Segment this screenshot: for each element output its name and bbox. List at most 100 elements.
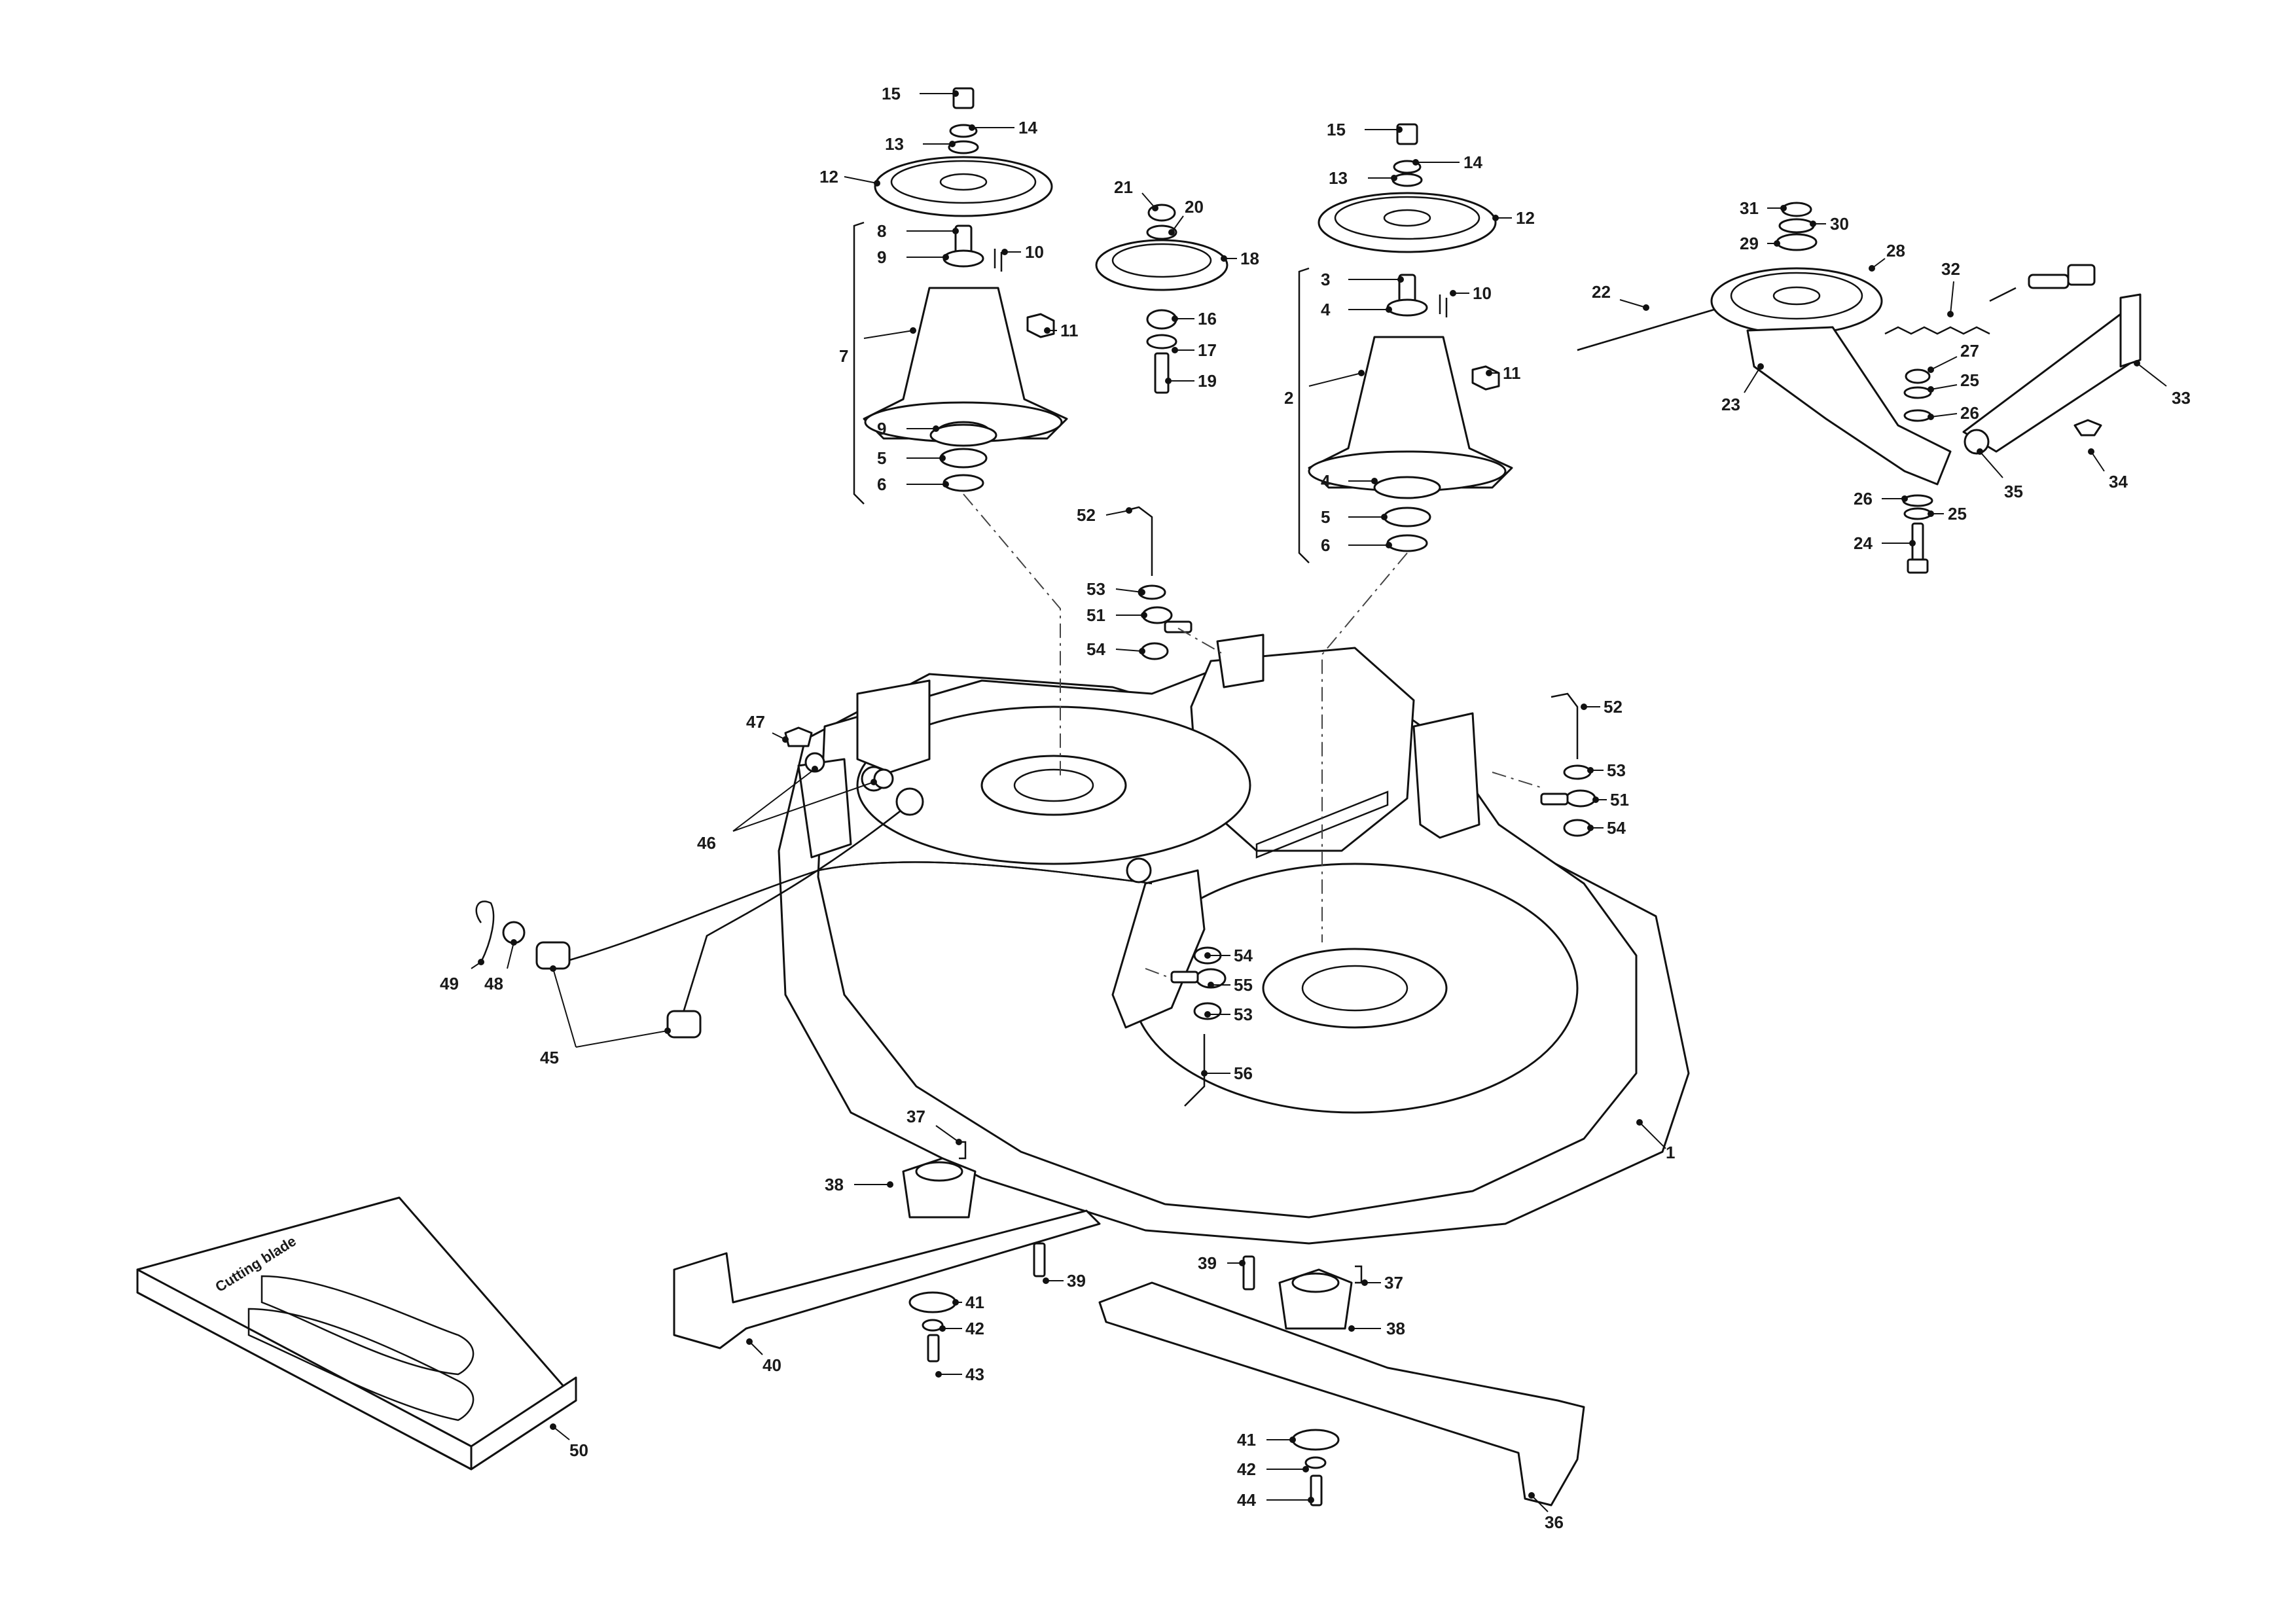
label-22: 22 <box>1592 282 1611 302</box>
callout-10-right: 10 <box>1450 283 1492 303</box>
label-26-top: 26 <box>1960 403 1979 423</box>
label-39-right: 39 <box>1198 1253 1217 1273</box>
callout-25-top: 25 <box>1928 370 1979 393</box>
label-25-bottom: 25 <box>1948 504 1967 524</box>
callout-22: 22 <box>1592 282 1649 311</box>
callout-31: 31 <box>1740 198 1787 218</box>
callout-5-right: 5 <box>1321 507 1388 527</box>
callout-39-left: 39 <box>1043 1271 1086 1291</box>
callouts: 15 14 13 12 8 9 10 11 7 9 5 6 21 20 18 1… <box>440 84 2191 1532</box>
label-41-right: 41 <box>1237 1430 1256 1450</box>
label-51-left: 51 <box>1086 605 1105 625</box>
label-2: 2 <box>1284 388 1293 408</box>
callout-50: 50 <box>550 1423 588 1460</box>
callout-53-left: 53 <box>1086 579 1145 599</box>
label-11-right: 11 <box>1503 363 1521 383</box>
label-6-right: 6 <box>1321 535 1330 555</box>
label-53-front: 53 <box>1234 1005 1253 1024</box>
callout-6-right: 6 <box>1321 535 1392 555</box>
label-52-left: 52 <box>1077 505 1096 525</box>
callout-4-bottom: 4 <box>1321 471 1378 491</box>
label-29: 29 <box>1740 234 1759 253</box>
label-16: 16 <box>1198 309 1217 329</box>
label-42-right: 42 <box>1237 1459 1256 1479</box>
callout-16: 16 <box>1172 309 1217 329</box>
label-12-left: 12 <box>819 167 838 187</box>
callout-12-right: 12 <box>1492 208 1535 228</box>
label-5-right: 5 <box>1321 507 1330 527</box>
label-37-left: 37 <box>906 1107 925 1126</box>
callout-41-right: 41 <box>1237 1430 1296 1450</box>
label-53-left: 53 <box>1086 579 1105 599</box>
label-27: 27 <box>1960 341 1979 361</box>
callout-15-left: 15 <box>882 84 959 103</box>
callout-27: 27 <box>1928 341 1979 373</box>
callout-25-bottom: 25 <box>1928 504 1967 524</box>
callout-51-left: 51 <box>1086 605 1147 625</box>
callout-8: 8 <box>877 221 959 241</box>
callout-52-right: 52 <box>1581 697 1623 717</box>
label-50: 50 <box>569 1440 588 1460</box>
label-12-right: 12 <box>1516 208 1535 228</box>
label-35: 35 <box>2004 482 2023 501</box>
callout-17: 17 <box>1172 340 1217 360</box>
callout-5-left: 5 <box>877 448 946 468</box>
callout-54-right: 54 <box>1587 818 1626 838</box>
label-30: 30 <box>1830 214 1849 234</box>
callout-14-left: 14 <box>969 118 1037 137</box>
callout-45: 45 <box>540 965 671 1067</box>
label-5-left: 5 <box>877 448 886 468</box>
callout-47: 47 <box>746 712 789 743</box>
callout-52-left: 52 <box>1077 505 1132 525</box>
callout-53-front: 53 <box>1204 1005 1253 1024</box>
callout-26-bottom: 26 <box>1854 489 1908 508</box>
callout-39-right: 39 <box>1198 1253 1246 1273</box>
callout-54-front: 54 <box>1204 946 1253 965</box>
callout-54-left: 54 <box>1086 639 1145 659</box>
cutting-blades <box>673 1209 1585 1507</box>
callout-44: 44 <box>1237 1490 1314 1510</box>
label-3: 3 <box>1321 270 1330 289</box>
label-44: 44 <box>1237 1490 1256 1510</box>
label-54-right: 54 <box>1607 818 1626 838</box>
label-46: 46 <box>697 833 716 853</box>
label-38-right: 38 <box>1386 1319 1405 1338</box>
callout-12-left: 12 <box>819 167 880 187</box>
label-36: 36 <box>1545 1512 1564 1532</box>
callout-3: 3 <box>1321 270 1404 289</box>
label-38-left: 38 <box>825 1175 844 1194</box>
label-21: 21 <box>1114 177 1133 197</box>
callout-30: 30 <box>1810 214 1849 234</box>
label-31: 31 <box>1740 198 1759 218</box>
label-33: 33 <box>2172 388 2191 408</box>
label-26-bottom: 26 <box>1854 489 1873 508</box>
label-4-top: 4 <box>1321 300 1331 319</box>
label-14-right: 14 <box>1463 152 1482 172</box>
callout-19: 19 <box>1165 371 1217 391</box>
callout-4-top: 4 <box>1321 300 1392 319</box>
label-8: 8 <box>877 221 886 241</box>
label-41-left: 41 <box>965 1293 984 1312</box>
callout-37-right: 37 <box>1361 1273 1403 1293</box>
label-34: 34 <box>2109 472 2128 491</box>
callout-9-top: 9 <box>877 247 949 267</box>
callout-24: 24 <box>1854 533 1916 553</box>
label-47: 47 <box>746 712 765 732</box>
label-28: 28 <box>1886 241 1905 260</box>
label-32: 32 <box>1941 259 1960 279</box>
callout-56: 56 <box>1201 1063 1253 1083</box>
label-52-right: 52 <box>1604 697 1623 717</box>
label-20: 20 <box>1185 197 1204 217</box>
callout-26-top: 26 <box>1928 403 1979 423</box>
callout-14-right: 14 <box>1412 152 1482 172</box>
label-24: 24 <box>1854 533 1873 553</box>
callout-6-left: 6 <box>877 474 949 494</box>
label-54-left: 54 <box>1086 639 1105 659</box>
label-51-right: 51 <box>1610 790 1629 810</box>
cutting-blade-box: Cutting blade <box>136 1196 577 1471</box>
callout-21: 21 <box>1114 177 1158 211</box>
callout-11-left: 11 <box>1044 321 1079 340</box>
callout-15-right: 15 <box>1327 120 1403 139</box>
label-49: 49 <box>440 974 459 993</box>
label-19: 19 <box>1198 371 1217 391</box>
